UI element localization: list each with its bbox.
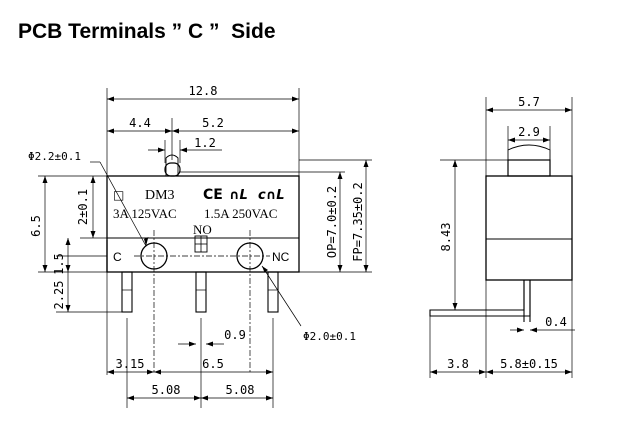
pin-nc	[267, 271, 279, 313]
pin-c	[121, 271, 133, 313]
dim-side-thickness: 0.4	[545, 315, 567, 329]
dim-side-top-width: 2.9	[518, 125, 540, 139]
dim-side-width: 5.7	[518, 95, 540, 109]
label-terminal-nc: NC	[272, 250, 290, 264]
dim-hole-right: Φ2.0±0.1	[303, 330, 356, 343]
dim-pin-width: 0.9	[224, 328, 246, 342]
dim-pin-length: 2.25	[52, 281, 66, 310]
dim-side-base-right: 5.8±0.15	[500, 357, 558, 371]
pin-no	[195, 271, 207, 313]
label-terminal-c: C	[113, 250, 122, 264]
dim-hole-left: Φ2.2±0.1	[28, 150, 81, 163]
label-rating-1: 3A 125VAC	[113, 206, 177, 221]
front-view	[38, 88, 372, 408]
dim-pitch-right: 5.08	[226, 383, 255, 397]
page-title: PCB Terminals ” C ” Side	[18, 20, 276, 43]
dim-pitch-left: 5.08	[152, 383, 181, 397]
dim-total-width: 12.8	[189, 84, 218, 98]
actuator	[164, 162, 181, 177]
svg-text:∩L: ∩L	[229, 188, 248, 203]
side-body	[485, 175, 573, 281]
label-terminal-no: NO	[193, 222, 212, 237]
side-view	[429, 97, 575, 378]
dim-pin-spacing: 6.5	[202, 357, 224, 371]
dim-fp: FP=7.35±0.2	[351, 182, 365, 261]
side-actuator	[507, 159, 551, 177]
dim-op: OP=7.0±0.2	[325, 186, 339, 258]
svg-text:□: □	[113, 188, 124, 202]
label-rating-2: 1.5A 250VAC	[204, 206, 277, 221]
label-model: DM3	[145, 188, 175, 203]
dim-side-height: 8.43	[439, 223, 453, 252]
svg-text:CE: CE	[203, 187, 223, 203]
dim-height-hole: 1.5	[52, 253, 66, 275]
svg-text:c∩L: c∩L	[258, 188, 285, 203]
dim-right-offset: 5.2	[202, 116, 224, 130]
dim-height-upper: 2±0.1	[76, 189, 90, 225]
dim-side-base-left: 3.8	[447, 357, 469, 371]
certification-marks-logo: □ CE ∩L c∩L	[113, 187, 285, 203]
dim-height-total: 6.5	[29, 215, 43, 237]
dim-left-offset: 4.4	[129, 116, 151, 130]
dim-actuator: 1.2	[194, 136, 216, 150]
dim-pin-left-offset: 3.15	[116, 357, 145, 371]
